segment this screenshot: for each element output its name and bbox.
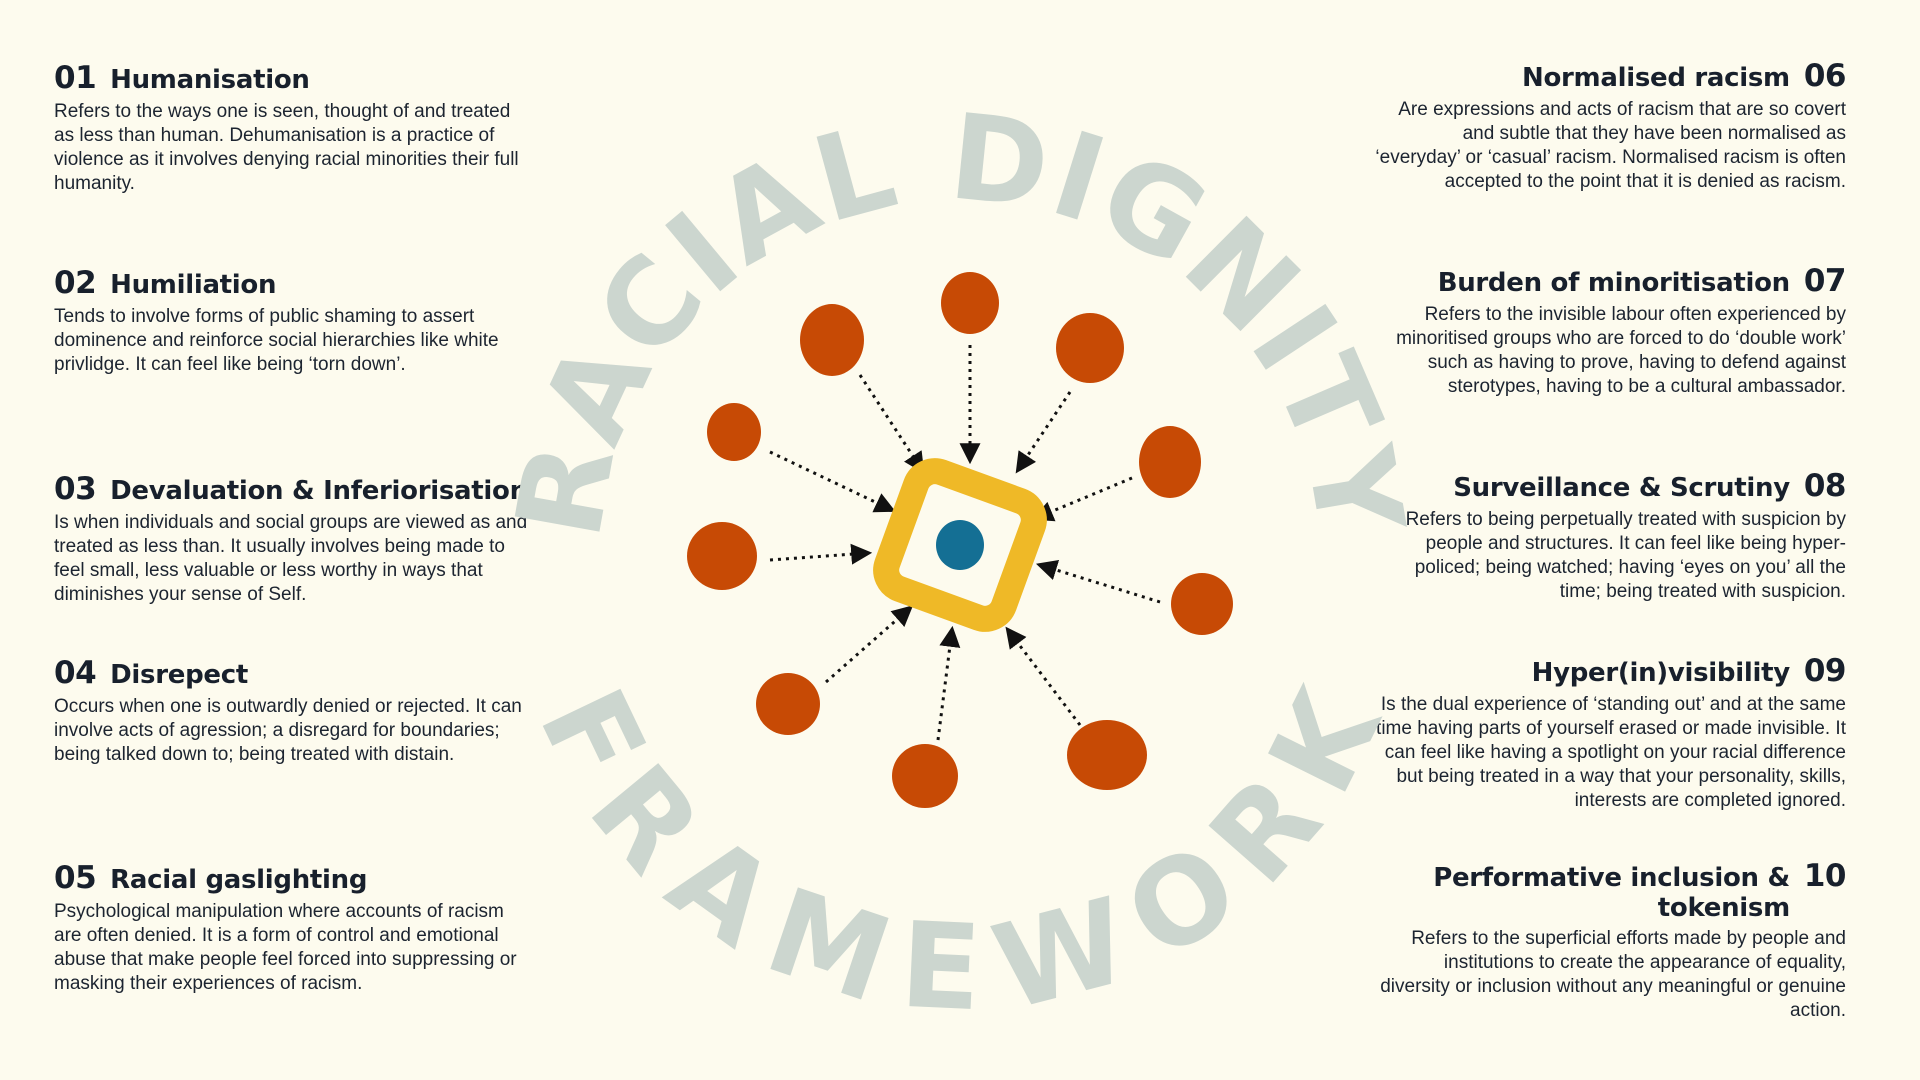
outer-dot-5 <box>1139 426 1201 498</box>
item-heading: 04 Disrepect <box>54 655 534 691</box>
arrow-7 <box>1035 559 1161 604</box>
item-heading: Normalised racism 06 <box>1366 58 1846 94</box>
outer-dot-8 <box>756 673 820 735</box>
item-heading: 02 Humiliation <box>54 265 534 301</box>
item-number: 01 <box>54 60 97 96</box>
item-heading: Burden of minoritisation 07 <box>1366 263 1847 299</box>
framework-item-03: 03 Devaluation & Inferiorisation Is when… <box>54 471 534 607</box>
outer-dot-4 <box>707 403 761 461</box>
item-title: Humanisation <box>110 65 310 95</box>
item-heading: 01 Humanisation <box>54 60 534 96</box>
item-heading: Surveillance & Scrutiny 08 <box>1366 468 1846 504</box>
framework-item-07: Burden of minoritisation 07 Refers to th… <box>1366 263 1846 399</box>
arrow-6 <box>769 543 873 565</box>
item-description: Are expressions and acts of racism that … <box>1375 99 1846 192</box>
item-number: 08 <box>1803 468 1847 504</box>
framework-item-05: 05 Racial gaslighting Psychological mani… <box>54 860 534 996</box>
outer-dot-6 <box>687 522 757 590</box>
item-number: 06 <box>1803 58 1847 94</box>
outer-dot-1 <box>941 272 999 334</box>
item-description: Refers to the ways one is seen, thought … <box>54 101 519 194</box>
item-number: 07 <box>1803 263 1847 299</box>
item-description: Refers to being perpetually treated with… <box>1405 509 1846 602</box>
item-number: 04 <box>54 655 97 691</box>
framework-item-04: 04 Disrepect Occurs when one is outwardl… <box>54 655 534 767</box>
item-heading: Hyper(in)visibility 09 <box>1366 653 1847 689</box>
item-description: Occurs when one is outwardly denied or r… <box>54 696 522 765</box>
center-square <box>873 458 1047 632</box>
item-title: Surveillance & Scrutiny <box>1453 473 1790 503</box>
item-title: Normalised racism <box>1522 63 1790 93</box>
framework-item-01: 01 Humanisation Refers to the ways one i… <box>54 60 534 196</box>
arrow-10 <box>1005 626 1082 726</box>
outer-dot-2 <box>800 304 864 376</box>
item-title: Devaluation & Inferiorisation <box>110 476 528 506</box>
framework-item-02: 02 Humiliation Tends to involve forms of… <box>54 265 534 377</box>
item-title: Disrepect <box>110 660 248 690</box>
framework-item-09: Hyper(in)visibility 09 Is the dual exper… <box>1366 653 1846 813</box>
framework-item-10: Performative inclusion & tokenism 10 Ref… <box>1366 858 1846 1023</box>
item-title: Humiliation <box>110 270 277 300</box>
item-number: 02 <box>54 265 97 301</box>
framework-item-06: Normalised racism 06 Are expressions and… <box>1366 58 1846 194</box>
item-heading: Performative inclusion & tokenism 10 <box>1366 858 1846 923</box>
arrow-5 <box>1032 476 1133 522</box>
item-number: 10 <box>1803 858 1847 894</box>
item-description: Refers to the superficial efforts made b… <box>1380 928 1846 1021</box>
arrow-3 <box>1015 391 1072 474</box>
item-number: 03 <box>54 471 97 507</box>
item-title: Hyper(in)visibility <box>1531 658 1791 688</box>
framework-item-08: Surveillance & Scrutiny 08 Refers to bei… <box>1366 468 1847 604</box>
outer-dot-10 <box>1067 720 1147 790</box>
arrow-4 <box>769 450 896 513</box>
item-title: Burden of minoritisation <box>1437 268 1790 298</box>
arrow-9 <box>936 625 961 741</box>
outer-dot-7 <box>1171 573 1233 635</box>
item-title: Performative inclusion & tokenism <box>1433 863 1790 923</box>
item-description: Tends to involve forms of public shaming… <box>54 306 499 375</box>
item-description: Is when individuals and social groups ar… <box>54 512 528 605</box>
item-number: 09 <box>1803 653 1847 689</box>
item-heading: 05 Racial gaslighting <box>54 860 534 896</box>
item-title: Racial gaslighting <box>110 865 368 895</box>
outer-dot-9 <box>892 744 958 808</box>
arrow-2 <box>858 374 925 474</box>
item-description: Is the dual experience of ‘standing out’… <box>1376 694 1846 811</box>
item-number: 05 <box>54 860 97 896</box>
item-description: Psychological manipulation where account… <box>54 901 517 994</box>
item-description: Refers to the invisible labour often exp… <box>1396 304 1846 397</box>
item-heading: 03 Devaluation & Inferiorisation <box>54 471 534 507</box>
center-dot <box>936 520 984 570</box>
outer-dot-3 <box>1056 313 1124 383</box>
arrow-8 <box>825 605 914 684</box>
ring-title-bottom: FRAMEWORK <box>513 666 1408 1037</box>
